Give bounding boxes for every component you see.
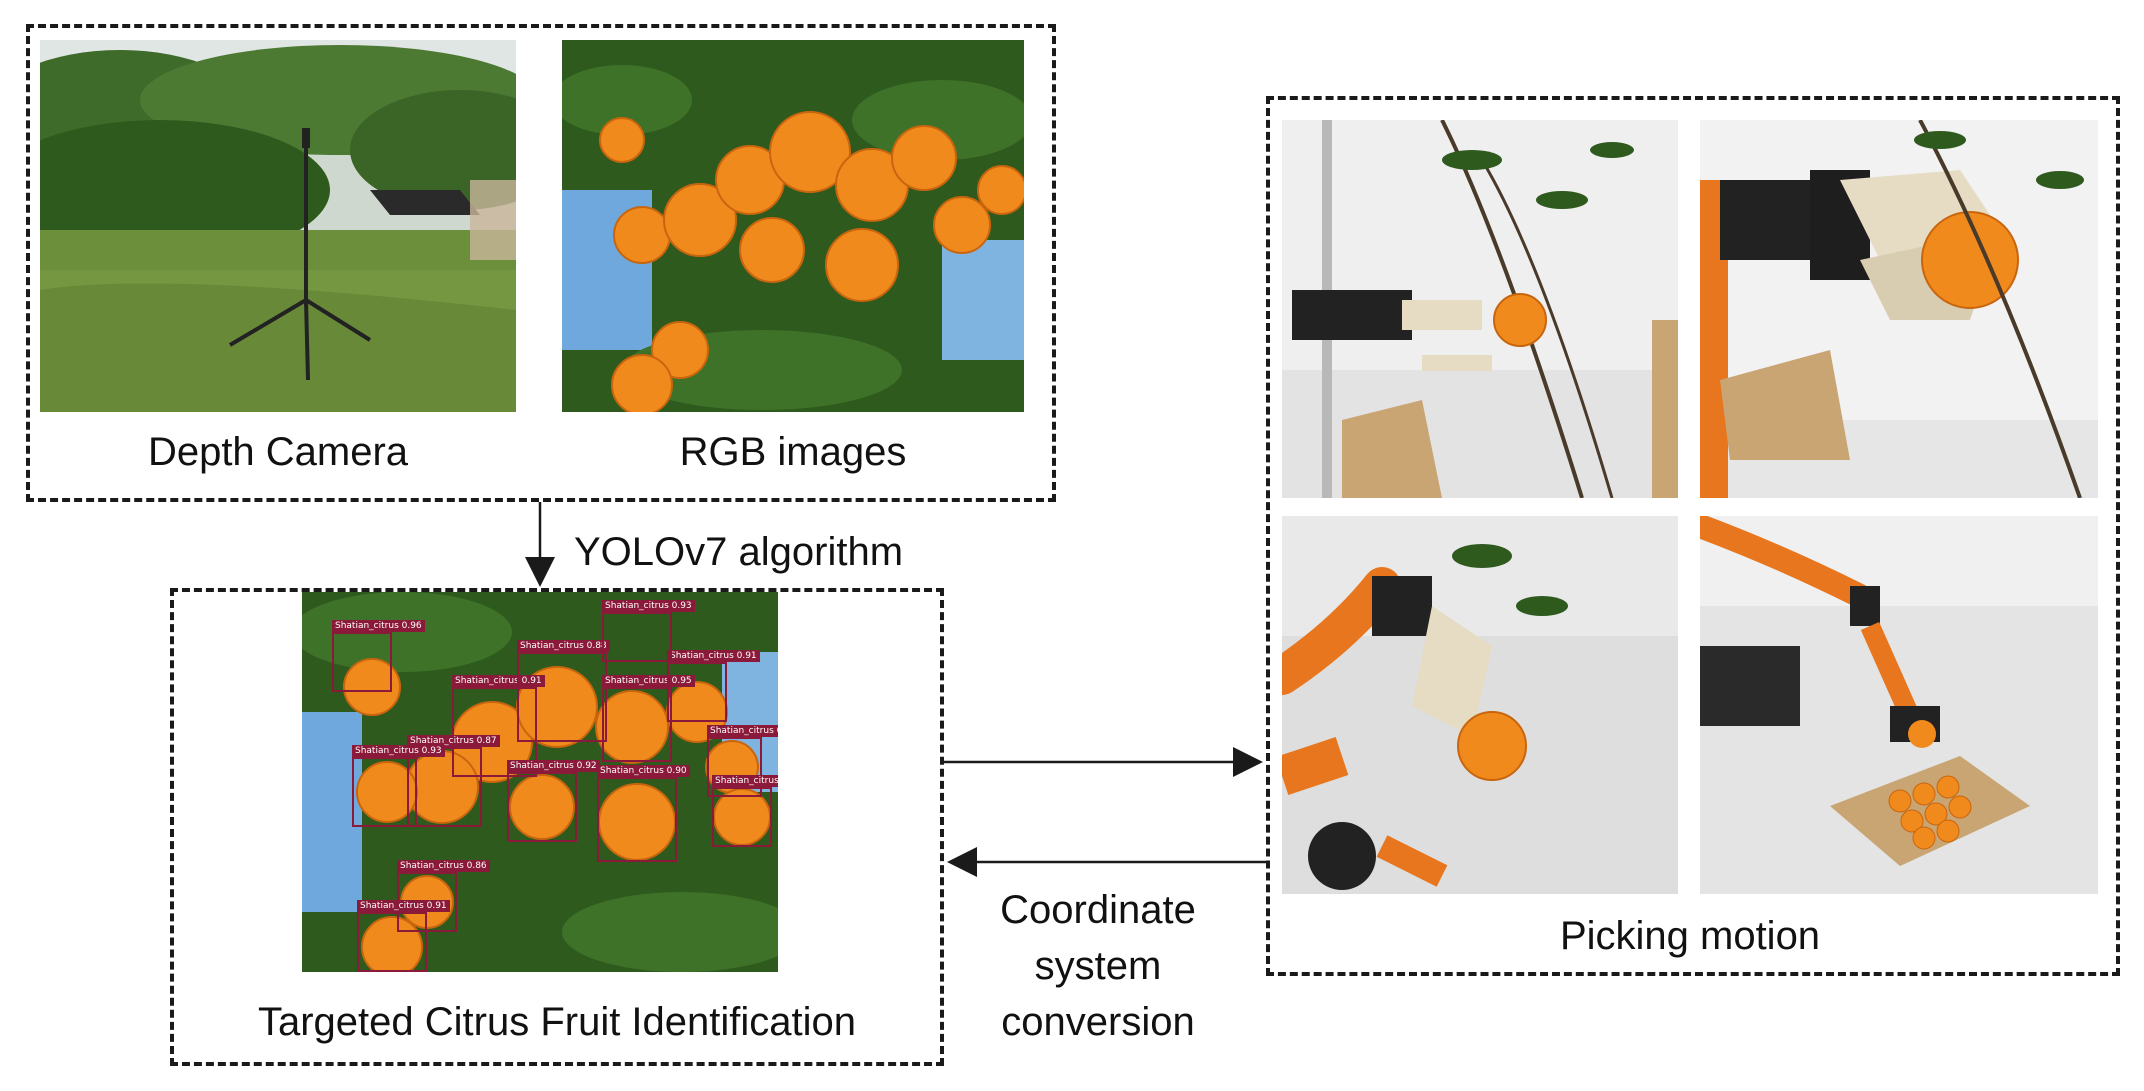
picking-photo-place	[1700, 516, 2098, 894]
picking-group-frame	[1266, 96, 2120, 976]
detection-tag: Shatian_citrus 0.96	[332, 620, 425, 632]
detection-box	[452, 687, 537, 777]
detection-tag: Shatian_citrus 0.89	[712, 775, 778, 787]
detection-tag: Shatian_citrus 0.94	[707, 725, 778, 737]
depth-camera-photo	[40, 40, 516, 412]
picking-photo-grasp	[1700, 120, 2098, 498]
acquisition-group-frame	[26, 24, 1056, 502]
picking-photo-approach	[1282, 120, 1678, 498]
identification-label: Targeted Citrus Fruit Identification	[257, 1000, 857, 1044]
detection-box	[507, 772, 577, 842]
picking-motion-label: Picking motion	[1559, 914, 1821, 958]
coordinate-conversion-label: Coordinate system conversion	[1000, 888, 1196, 1044]
detection-box	[602, 612, 672, 662]
rgb-orange-tree-photo	[562, 40, 1024, 412]
detection-box	[517, 652, 607, 742]
detection-tag: Shatian_citrus 0.91	[452, 675, 545, 687]
yolov7-algorithm-label: YOLOv7 algorithm	[574, 530, 904, 574]
detection-box	[707, 737, 762, 797]
detection-tag: Shatian_citrus 0.87	[407, 735, 500, 747]
detection-tag: Shatian_citrus 0.91	[357, 900, 450, 912]
depth-camera-label: Depth Camera	[147, 430, 409, 474]
detection-box	[332, 632, 392, 692]
detection-tag: Shatian_citrus 0.93	[352, 745, 445, 757]
detection-box	[357, 912, 427, 972]
detection-box	[597, 777, 677, 862]
identification-group-frame	[170, 588, 944, 1066]
detection-tag: Shatian_citrus 0.92	[507, 760, 600, 772]
detection-box	[352, 757, 417, 827]
detection-tag: Shatian_citrus 0.91	[667, 650, 760, 662]
detection-tag: Shatian_citrus 0.95	[602, 675, 695, 687]
rgb-images-label: RGB images	[679, 430, 907, 474]
detection-tag: Shatian_citrus 0.86	[397, 860, 490, 872]
picking-photo-pull	[1282, 516, 1678, 894]
detection-box	[712, 787, 772, 847]
detection-box	[667, 662, 727, 722]
detection-tag: Shatian_citrus 0.88	[517, 640, 610, 652]
detection-box	[602, 687, 672, 762]
detection-tag: Shatian_citrus 0.90	[597, 765, 690, 777]
detection-tag: Shatian_citrus 0.93	[602, 600, 695, 612]
